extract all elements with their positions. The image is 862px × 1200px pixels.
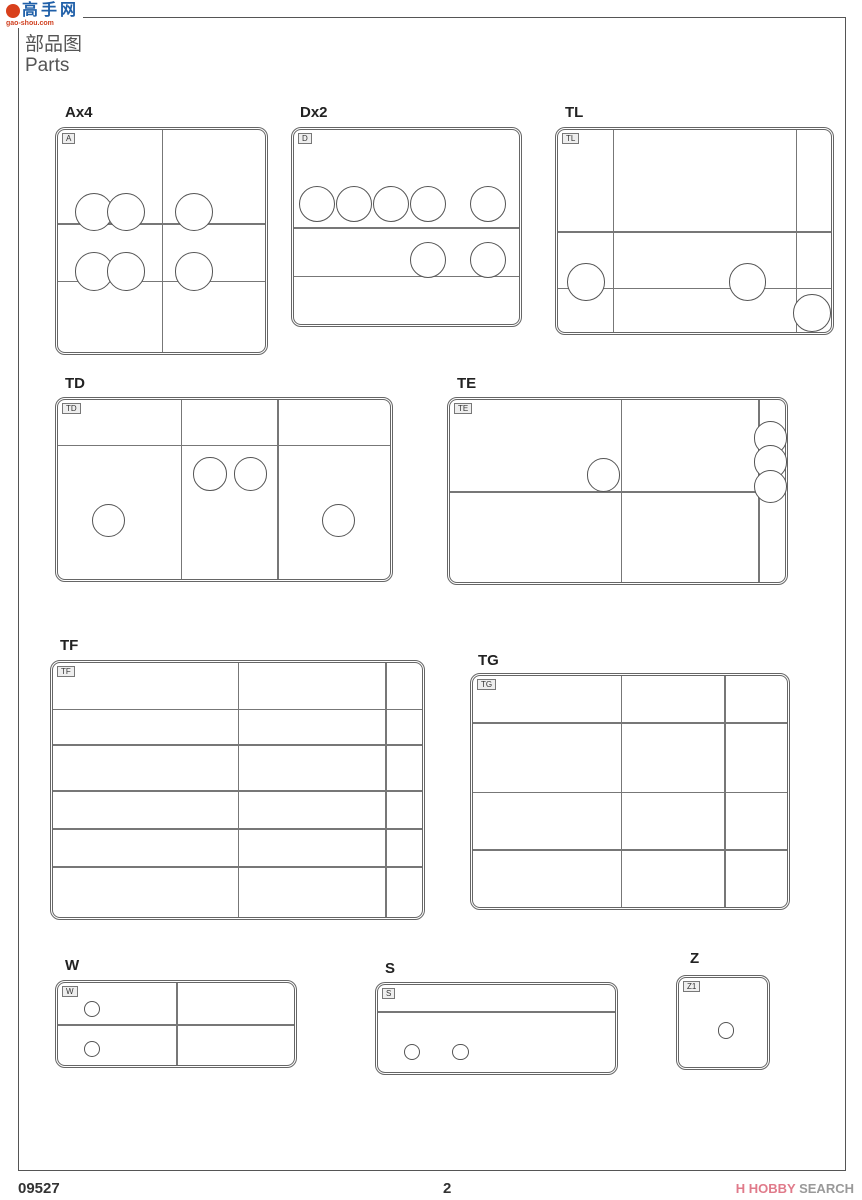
part-wheel xyxy=(83,1041,100,1057)
part-wheel xyxy=(470,186,507,222)
sprue-tag: S xyxy=(382,988,396,999)
sprue-tag: TE xyxy=(454,403,473,414)
sprue-runner xyxy=(473,849,787,851)
site-logo: 高手网 gao-shou.com xyxy=(6,1,84,28)
logo-text: 高手网 xyxy=(22,1,80,19)
sprue-ax4: A xyxy=(55,127,268,355)
title-en: Parts xyxy=(25,55,70,76)
sprue-runner xyxy=(176,983,178,1065)
sprue-runner xyxy=(237,663,239,917)
sprue-tag: TF xyxy=(57,666,75,677)
sprue-label-ax4: Ax4 xyxy=(65,104,93,121)
part-wheel xyxy=(321,503,356,537)
sprue-tag: Z1 xyxy=(683,981,701,992)
page-frame xyxy=(18,17,846,1171)
sprue-tl: TL xyxy=(555,127,834,335)
hobby-search-watermark: H HOBBY SEARCH xyxy=(735,1181,854,1196)
sprue-label-z: Z xyxy=(690,950,700,967)
sprue-runner xyxy=(473,722,787,724)
part-wheel xyxy=(409,186,446,222)
sprue-runner xyxy=(795,130,797,332)
sprue-runner xyxy=(180,400,183,579)
sprue-label-tf: TF xyxy=(60,637,79,654)
part-wheel xyxy=(373,186,410,222)
sprue-label-dx2: Dx2 xyxy=(300,104,328,121)
sprue-runner xyxy=(558,287,831,290)
sprue-runner xyxy=(277,400,279,579)
part-wheel xyxy=(753,469,788,504)
part-wheel xyxy=(567,263,605,301)
sprue-runner xyxy=(558,231,831,233)
sprue-runner xyxy=(620,676,623,907)
sprue-label-te: TE xyxy=(457,375,477,392)
part-wheel xyxy=(717,1021,735,1039)
sprue-tag: A xyxy=(62,133,76,144)
part-wheel xyxy=(175,252,214,291)
sprue-tag: TL xyxy=(562,133,580,144)
sprue-label-tl: TL xyxy=(565,104,584,121)
sprue-runner xyxy=(612,130,615,332)
sprue-runner xyxy=(724,676,726,907)
sprue-s: S xyxy=(375,982,618,1075)
title-cn: 部品图 xyxy=(25,34,83,55)
kit-code: 09527 xyxy=(18,1180,60,1197)
sprue-tf: TF xyxy=(50,660,425,920)
sprue-runner xyxy=(58,444,390,447)
part-wheel xyxy=(175,192,214,232)
sprue-dx2: D xyxy=(291,127,522,327)
sprue-label-td: TD xyxy=(65,375,85,392)
part-wheel xyxy=(409,242,446,278)
logo-mark-icon xyxy=(6,3,20,18)
page-title: 部品图 Parts xyxy=(25,34,82,76)
part-wheel xyxy=(586,458,621,493)
sprue-te: TE xyxy=(447,397,788,585)
part-wheel xyxy=(793,294,831,332)
sprue-tag: W xyxy=(62,986,78,997)
part-wheel xyxy=(452,1043,469,1061)
sprue-w: W xyxy=(55,980,297,1068)
part-wheel xyxy=(193,457,227,491)
part-wheel xyxy=(106,192,146,232)
part-wheel xyxy=(470,242,507,278)
sprue-label-w: W xyxy=(65,957,80,974)
sprue-tg: TG xyxy=(470,673,790,910)
sprue-runner xyxy=(378,1011,615,1013)
part-wheel xyxy=(83,1001,100,1018)
page-number: 2 xyxy=(443,1180,452,1197)
sprue-runner xyxy=(620,400,623,582)
sprue-td: TD xyxy=(55,397,393,582)
sprue-z: Z1 xyxy=(676,975,770,1070)
sprue-tag: TG xyxy=(477,679,497,690)
sprue-runner xyxy=(294,275,519,277)
sprue-tag: TD xyxy=(62,403,81,414)
part-wheel xyxy=(299,186,336,222)
part-wheel xyxy=(106,252,146,291)
part-wheel xyxy=(92,503,126,537)
sprue-label-tg: TG xyxy=(478,652,499,669)
part-wheel xyxy=(336,186,373,222)
sprue-runner xyxy=(385,663,387,917)
logo-url: gao-shou.com xyxy=(6,20,54,27)
sprue-tag: D xyxy=(298,133,312,144)
part-wheel xyxy=(729,263,767,301)
part-wheel xyxy=(234,457,268,491)
sprue-runner xyxy=(473,791,787,793)
sprue-runner xyxy=(161,130,163,352)
sprue-runner xyxy=(294,227,519,229)
sprue-runner xyxy=(450,491,785,493)
part-wheel xyxy=(403,1043,421,1061)
sprue-label-s: S xyxy=(385,960,396,977)
